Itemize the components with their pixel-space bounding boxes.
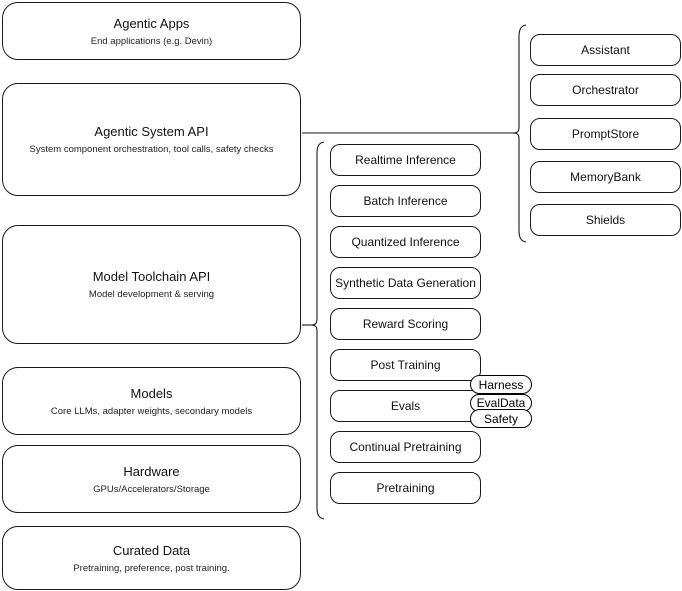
- pill-label: Safety: [483, 411, 519, 426]
- pill-label: EvalData: [476, 396, 526, 410]
- toolchain-item-evals[interactable]: Evals: [330, 390, 481, 422]
- layer-subtitle: Core LLMs, adapter weights, secondary mo…: [50, 405, 253, 417]
- system-item-orchestrator[interactable]: Orchestrator: [530, 74, 681, 106]
- chip-label: MemoryBank: [570, 170, 641, 184]
- layer-curated-data[interactable]: Curated Data Pretraining, preference, po…: [2, 526, 301, 590]
- toolchain-item-post-training[interactable]: Post Training: [330, 349, 481, 381]
- system-item-assistant[interactable]: Assistant: [530, 34, 681, 66]
- toolchain-item-pretraining[interactable]: Pretraining: [330, 472, 481, 504]
- chip-label: Orchestrator: [572, 83, 639, 97]
- chip-label: Batch Inference: [363, 194, 448, 208]
- layer-subtitle: System component orchestration, tool cal…: [29, 144, 274, 155]
- layer-title: Agentic Apps: [113, 15, 190, 31]
- toolchain-item-reward-scoring[interactable]: Reward Scoring: [330, 308, 481, 340]
- eval-tag-harness[interactable]: Harness: [470, 375, 532, 394]
- chip-label: Assistant: [581, 43, 630, 57]
- system-item-shields[interactable]: Shields: [530, 204, 681, 236]
- chip-label: Post Training: [370, 358, 441, 372]
- chip-label: Evals: [390, 399, 421, 413]
- toolchain-item-quantized-inference[interactable]: Quantized Inference: [330, 226, 481, 258]
- chip-label: PromptStore: [571, 127, 640, 141]
- layer-title: Hardware: [123, 463, 180, 479]
- layer-subtitle: Pretraining, preference, post training.: [73, 562, 230, 574]
- system-item-memorybank[interactable]: MemoryBank: [530, 161, 681, 193]
- layer-agentic-system-api[interactable]: Agentic System API System component orch…: [2, 83, 301, 196]
- layer-agentic-apps[interactable]: Agentic Apps End applications (e.g. Devi…: [2, 2, 301, 60]
- toolchain-item-continual-pretraining[interactable]: Continual Pretraining: [330, 431, 481, 463]
- chip-label: Shields: [585, 213, 626, 227]
- eval-tag-safety[interactable]: Safety: [470, 409, 532, 428]
- layer-title: Models: [130, 385, 173, 401]
- layer-subtitle: Model development & serving: [88, 289, 215, 300]
- layer-title: Model Toolchain API: [92, 269, 211, 284]
- chip-label: Realtime Inference: [355, 153, 456, 167]
- system-item-promptstore[interactable]: PromptStore: [530, 118, 681, 150]
- chip-label: Synthetic Data Generation: [335, 276, 476, 290]
- chip-label: Pretraining: [376, 481, 435, 495]
- layer-models[interactable]: Models Core LLMs, adapter weights, secon…: [2, 367, 301, 435]
- chip-label: Continual Pretraining: [349, 440, 462, 454]
- chip-label: Reward Scoring: [362, 317, 449, 331]
- toolchain-item-synthetic-data-generation[interactable]: Synthetic Data Generation: [330, 267, 481, 299]
- toolchain-item-batch-inference[interactable]: Batch Inference: [330, 185, 481, 217]
- layer-hardware[interactable]: Hardware GPUs/Accelerators/Storage: [2, 445, 301, 513]
- layer-subtitle: End applications (e.g. Devin): [90, 35, 213, 47]
- layer-title: Agentic System API: [94, 124, 209, 139]
- layer-title: Curated Data: [112, 542, 191, 558]
- layer-subtitle: GPUs/Accelerators/Storage: [93, 483, 210, 495]
- layer-model-toolchain-api[interactable]: Model Toolchain API Model development & …: [2, 225, 301, 344]
- toolchain-item-realtime-inference[interactable]: Realtime Inference: [330, 144, 481, 176]
- chip-label: Quantized Inference: [351, 235, 460, 249]
- pill-label: Harness: [478, 377, 524, 392]
